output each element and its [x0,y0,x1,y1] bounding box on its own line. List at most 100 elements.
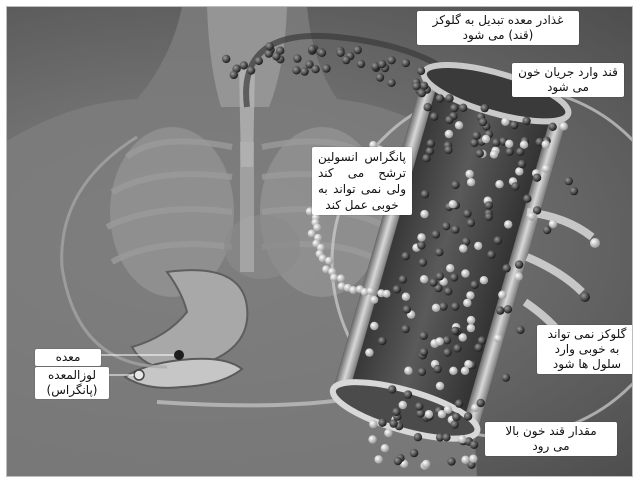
glucose-particle-dark [485,201,493,209]
glucose-particle-dark [318,49,326,57]
glucose-particle-light [435,337,443,345]
pancreas-pointer-dot [134,370,144,380]
glucose-particle-dark [410,449,418,457]
glucose-particle-light [474,242,482,250]
glucose-particle-dark [412,82,420,90]
glucose-particle-dark [516,326,524,334]
glucose-particle-dark [402,252,410,260]
glucose-particle-dark [474,343,482,351]
glucose-particle-light [542,165,550,173]
glucose-particle-dark [506,148,514,156]
glucose-particle-dark [442,433,450,441]
glucose-particle-dark [435,248,443,256]
glucose-particle-dark [464,412,472,420]
glucose-particle-dark [230,71,238,79]
glucose-particle-dark [470,441,478,449]
glucose-particle-light [404,367,412,375]
glucose-particle-dark [434,365,442,373]
glucose-particle-light [467,178,475,186]
glucose-particle-dark [357,60,365,68]
glucose-particle-light [490,150,498,158]
glucose-particle-light [467,316,475,324]
glucose-particle-light [498,291,506,299]
glucose-particle-dark [422,154,430,162]
glucose-particle-light [402,293,410,301]
glucose-particle-dark [470,281,478,289]
glucose-particle-dark [414,433,422,441]
label-pancreas: لوزالمعده (پانگراس) [35,367,109,399]
glucose-particle-light [528,212,536,220]
glucose-particle-dark [403,305,411,313]
glucose-particle-dark [378,60,386,68]
glucose-particle-dark [502,373,510,381]
glucose-particle-light [370,296,378,304]
label-high-blood-sugar: مقدار قند خون بالا می رود [485,422,617,456]
glucose-particle-dark [455,399,463,407]
glucose-particle-dark [451,225,459,233]
diabetes-illustration: غذادر معده تبدیل به گلوکز (قند) می شود ق… [6,6,633,477]
glucose-particle-dark [399,275,407,283]
glucose-particle-light [445,130,453,138]
glucose-particle-dark [311,65,319,73]
glucose-particle-dark [388,385,396,393]
glucose-particle-dark [444,146,452,154]
glucose-particle-dark [549,123,557,131]
stomach-pointer-dot [174,350,184,360]
glucose-particle-dark [272,52,280,60]
glucose-particle-light [337,274,345,282]
glucose-particle-light [381,444,389,452]
glucose-particle-dark [247,66,255,74]
glucose-particle-light [463,299,471,307]
glucose-particle-dark [293,54,301,62]
glucose-particle-light [369,420,377,428]
glucose-particle-dark [416,409,424,417]
glucose-particle-dark [496,306,504,314]
glucose-particle-dark [429,278,437,286]
glucose-particle-dark [470,139,478,147]
glucose-particle-light [482,135,490,143]
glucose-particle-dark [459,104,467,112]
glucose-particle-light [420,210,428,218]
glucose-particle-light [422,460,430,468]
glucose-particle-light [365,348,373,356]
glucose-particle-light [425,410,433,418]
glucose-particle-dark [481,104,489,112]
glucose-particle-light [514,272,522,280]
glucose-particle-light [515,167,523,175]
label-food-to-glucose: غذادر معده تبدیل به گلوکز (قند) می شود [417,11,579,45]
glucose-particle-light [417,233,425,241]
glucose-particle-dark [427,139,435,147]
glucose-particle-light [455,121,463,129]
glucose-particle-dark [463,209,471,217]
glucose-particle-light [432,304,440,312]
glucose-particle-dark [439,302,447,310]
glucose-particle-dark [415,402,423,410]
glucose-particle-dark [502,264,510,272]
glucose-particle-dark [451,302,459,310]
sternum [240,142,254,272]
glucose-particle-dark [522,117,530,125]
glucose-particle-dark [453,344,461,352]
glucose-particle-dark [378,337,386,345]
glucose-particle-light [549,220,557,228]
glucose-particle-dark [222,55,230,63]
label-stomach: معده [35,349,101,366]
glucose-particle-dark [436,272,444,280]
glucose-particle-light [480,276,488,284]
glucose-particle-dark [479,118,487,126]
glucose-particle-dark [523,195,531,203]
glucose-particle-light [501,118,509,126]
glucose-particle-light [370,322,378,330]
glucose-particle-dark [511,182,519,190]
glucose-particle-dark [387,79,395,87]
glucose-particle-dark [394,457,402,465]
glucose-particle-dark [451,181,459,189]
glucose-particle-light [459,244,467,252]
glucose-particle-dark [543,226,551,234]
glucose-particle-light [330,274,338,282]
glucose-particle-dark [442,222,450,230]
glucose-particle-light [560,122,568,130]
glucose-particle-dark [492,138,500,146]
glucose-particle-dark [378,419,386,427]
glucose-particle-dark [418,368,426,376]
